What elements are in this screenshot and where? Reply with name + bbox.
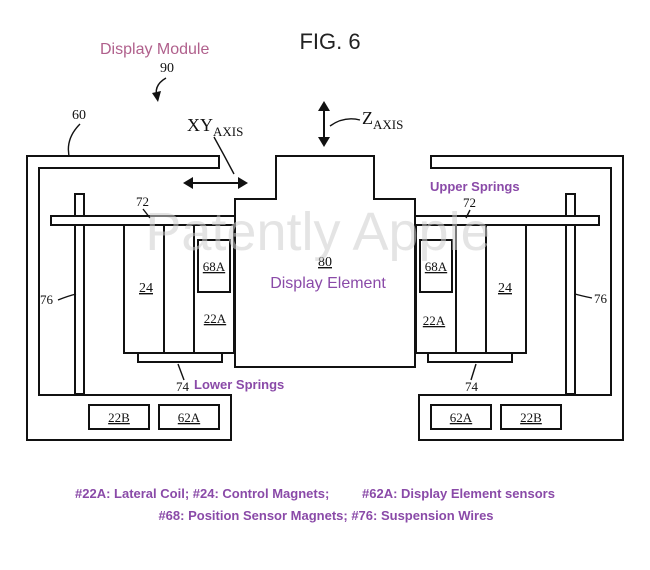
ref-24-right: 24 — [498, 281, 512, 296]
display-module-label: Display Module — [100, 41, 209, 58]
ref-72-left-leader — [142, 208, 151, 219]
left-control-magnet-inner — [163, 224, 195, 354]
left-sensor-box — [158, 404, 220, 430]
ref-74-left: 74 — [176, 379, 190, 394]
display-element-label: Display Element — [270, 275, 386, 292]
display-element — [234, 155, 416, 368]
figure-title: FIG. 6 — [299, 29, 360, 54]
ref-62a-right: 62A — [450, 410, 473, 425]
ref-72-left: 72 — [136, 194, 149, 209]
ref-76-left: 76 — [40, 292, 54, 307]
left-sensor-magnet — [197, 239, 231, 293]
xy-axis-arrow — [183, 136, 248, 189]
ref-22b-right: 22B — [520, 410, 542, 425]
ref-80: 80 — [318, 255, 332, 270]
ref-68a-left: 68A — [203, 259, 226, 274]
right-sensor-box — [430, 404, 492, 430]
ref-24-left: 24 — [139, 281, 153, 296]
right-sensor-magnet — [419, 239, 453, 293]
right-base-coil-box — [500, 404, 562, 430]
ref-74-right-leader — [470, 363, 477, 381]
ref-62a-left: 62A — [178, 410, 201, 425]
ref-76-right: 76 — [594, 291, 608, 306]
legend-line2: #68: Position Sensor Magnets; #76: Suspe… — [158, 508, 493, 523]
left-base-coil-box — [88, 404, 150, 430]
ref-22a-right: 22A — [423, 313, 446, 328]
xy-axis-sub: AXIS — [213, 124, 243, 139]
ref-74-left-leader — [177, 363, 185, 381]
ref-60: 60 — [72, 108, 86, 123]
z-axis-sub: AXIS — [373, 117, 403, 132]
ref-76-right-leader — [574, 293, 593, 299]
ref-90-arrow — [152, 77, 167, 102]
z-axis-main: Z — [362, 108, 373, 128]
ref-68a-right: 68A — [425, 259, 448, 274]
legend-line1-a: #22A: Lateral Coil; #24: Control Magnets… — [75, 486, 329, 501]
watermark: Patently Apple — [145, 202, 490, 262]
legend-line1-b: #62A: Display Element sensors — [362, 486, 555, 501]
right-lower-spring — [427, 352, 513, 363]
upper-springs-label: Upper Springs — [430, 179, 520, 194]
ref-74-right: 74 — [465, 379, 479, 394]
ref-22b-left: 22B — [108, 410, 130, 425]
right-control-magnet-inner — [455, 224, 487, 354]
z-axis-arrow — [318, 101, 361, 147]
ref-90: 90 — [160, 61, 174, 76]
ref-72-right-leader — [465, 209, 471, 219]
xy-axis-label: XYAXIS — [187, 115, 243, 139]
ref-22a-left: 22A — [204, 311, 227, 326]
z-axis-label: ZAXIS — [362, 108, 403, 132]
left-lower-spring — [137, 352, 223, 363]
ref-76-left-leader — [57, 293, 77, 301]
ref-60-leader — [67, 123, 81, 161]
lower-springs-label: Lower Springs — [194, 377, 284, 392]
xy-axis-main: XY — [187, 115, 213, 135]
ref-72-right: 72 — [463, 195, 476, 210]
